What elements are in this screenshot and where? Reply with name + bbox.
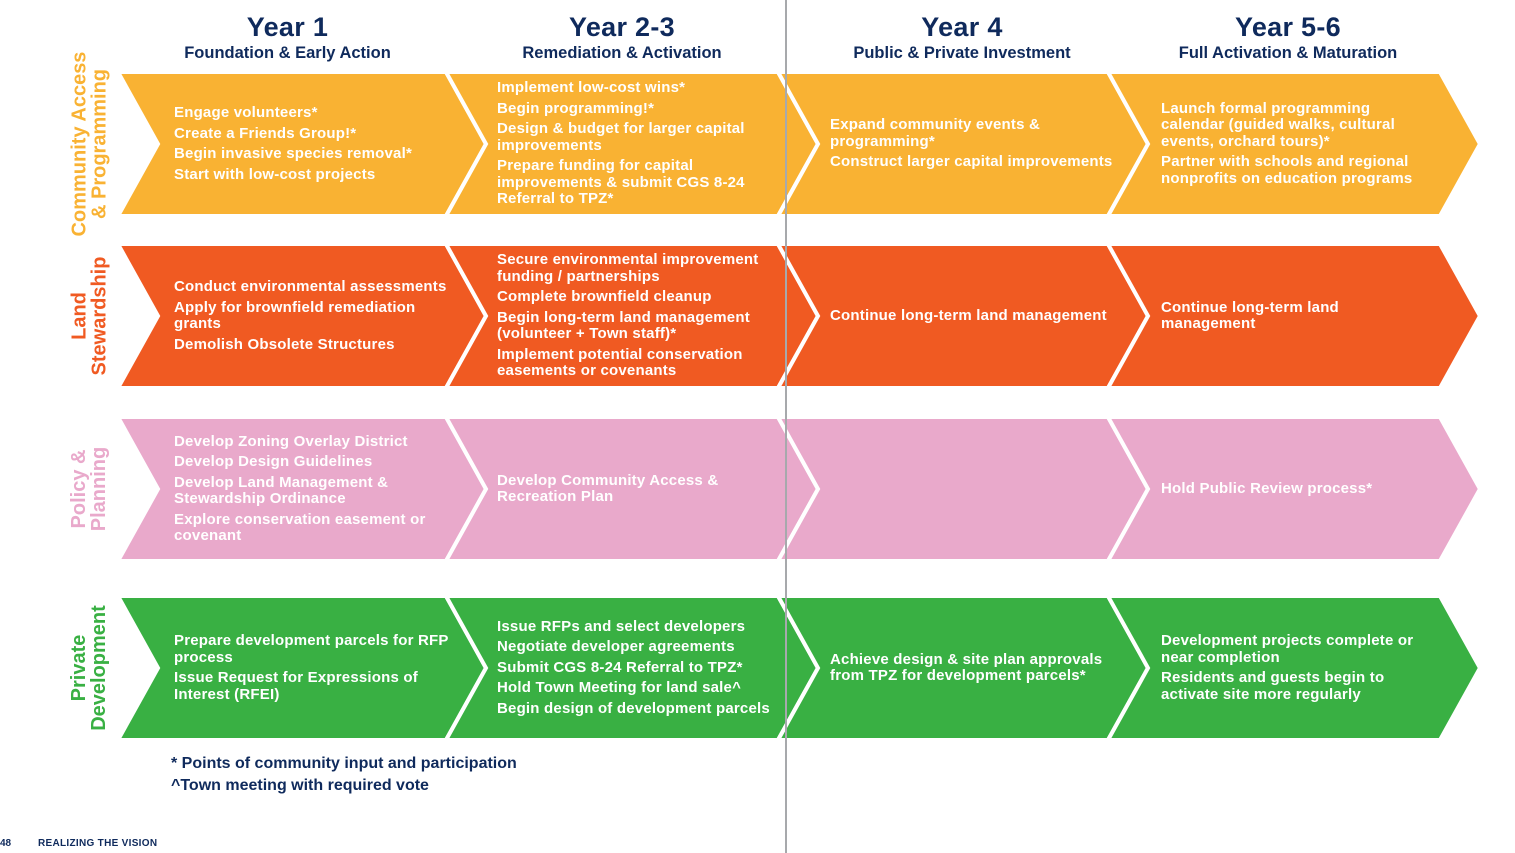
milestone-item: Develop Land Management & Stewardship Or… [174, 473, 389, 507]
timeline-divider [785, 0, 787, 853]
milestone-item: Design & budget for larger capital impro… [497, 120, 745, 154]
column-header-year-2-3: Year 2-3 Remediation & Activation [472, 12, 772, 63]
row-label-line: Development [88, 605, 110, 731]
row-label-line: Stewardship [88, 256, 111, 376]
column-subtitle: Foundation & Early Action [184, 44, 391, 62]
chevron-cell: Launch formal programming calendar (guid… [1161, 78, 1436, 210]
column-subtitle: Public & Private Investment [853, 44, 1071, 62]
row-label-text: Policy & Planning [68, 446, 111, 532]
chevron-cell: Implement low-cost wins* Begin programmin… [497, 78, 779, 210]
row-label-line: Private [68, 634, 90, 702]
chevron-shape [1104, 594, 1483, 742]
milestone-item: Implement potential conservation easemen… [497, 345, 743, 380]
row-label-land-stewardship: Land Stewardship [62, 244, 116, 388]
chevron-cell: Continue long-term land management [830, 250, 1117, 382]
chevron-cell: Hold Public Review process* [1161, 423, 1436, 555]
milestone-item: Hold Town Meeting for land sale^ [497, 679, 742, 697]
row-label-text: Private Development [68, 605, 110, 731]
row-label-text: Land Stewardship [68, 256, 111, 376]
column-subtitle: Full Activation & Maturation [1178, 44, 1398, 62]
column-year: Year 1 [246, 12, 329, 42]
column-year: Year 5-6 [1235, 12, 1341, 42]
chevron-shape [1104, 70, 1483, 218]
row-label-community-access: Community Access & Programming [62, 52, 116, 237]
milestone-item: Prepare funding for capital improvements… [497, 157, 745, 208]
column-subtitle: Remediation & Activation [522, 44, 722, 62]
chevron-cell: Prepare development parcels for RFP proc… [174, 602, 449, 734]
chevron-cell: Engage volunteers* Create a Friends Group… [174, 78, 449, 210]
row-label-policy-planning: Policy & Planning [62, 417, 116, 561]
milestone-item: Develop Zoning Overlay District [174, 432, 408, 450]
milestone-item: Development projects complete or near co… [1161, 632, 1414, 666]
page-number: 48 [0, 838, 12, 849]
milestone-item: Begin long-term land management (volunte… [497, 308, 750, 343]
milestone-item: Begin invasive species removal* [174, 145, 412, 162]
milestone-item: Complete brownfield cleanup [497, 288, 712, 306]
milestone-item: Achieve design & site plan approvals fro… [830, 650, 1103, 684]
milestone-item: Hold Public Review process* [1161, 479, 1373, 497]
row-label-text: Community Access & Programming [68, 51, 110, 237]
column-year: Year 4 [921, 12, 1003, 42]
chevron-cell: Achieve design & site plan approvals fro… [830, 602, 1117, 734]
milestone-item: Partner with schools and regional nonpro… [1161, 153, 1413, 187]
milestone-item: Start with low-cost projects [174, 165, 376, 183]
milestone-item: Engage volunteers* [174, 104, 318, 121]
milestone-item: Issue Request for Expressions of Interes… [174, 669, 418, 703]
milestone-item: Begin design of development parcels [497, 699, 770, 717]
section-title: REALIZING THE VISION [38, 838, 158, 849]
milestone-item: Expand community events & programming* [830, 116, 1041, 150]
milestone-item: Continue long-term land management [1161, 298, 1339, 332]
chevron-cell [830, 423, 1117, 555]
chevron-cell: Secure environmental improvement funding… [497, 250, 779, 382]
milestone-item: Submit CGS 8-24 Referral to TPZ* [497, 658, 743, 676]
milestone-item: Residents and guests begin to activate s… [1161, 669, 1385, 703]
milestone-item: Demolish Obsolete Structures [174, 335, 395, 353]
footnote-town-meeting: ^Town meeting with required vote [171, 777, 429, 794]
row-label-private-development: Private Development [62, 596, 116, 740]
chevron-shape [1104, 242, 1483, 390]
milestone-item: Apply for brownfield remediation grants [174, 298, 416, 332]
milestone-item: Implement low-cost wins* [497, 79, 686, 97]
milestone-item: Launch formal programming calendar (guid… [1161, 99, 1395, 150]
milestone-item: Secure environmental improvement funding… [497, 251, 759, 285]
row-label-line: Policy & [68, 449, 91, 529]
chevron-cell: Develop Community Access & Recreation Pl… [497, 423, 779, 555]
chevron-cell: Continue long-term land management [1161, 250, 1436, 382]
column-header-year-5-6: Year 5-6 Full Activation & Maturation [1138, 12, 1438, 63]
milestone-item: Construct larger capital improvements [830, 153, 1113, 171]
milestone-item: Create a Friends Group!* [174, 124, 357, 142]
footnote-community-input: * Points of community input and particip… [171, 755, 517, 772]
row-label-line: Community Access [68, 51, 90, 237]
row-label-line: Planning [88, 446, 111, 532]
milestone-item: Develop Community Access & Recreation Pl… [497, 471, 719, 505]
column-header-year-1: Year 1 Foundation & Early Action [140, 12, 435, 63]
chevron-cell: Development projects complete or near co… [1161, 602, 1436, 734]
milestone-item: Issue RFPs and select developers [497, 617, 746, 635]
column-year: Year 2-3 [569, 12, 675, 42]
milestone-item: Explore conservation easement or covenan… [174, 510, 426, 544]
chevron-cell: Expand community events & programming* Co… [830, 78, 1117, 210]
row-label-line: Land [68, 292, 91, 340]
milestone-item: Negotiate developer agreements [497, 638, 735, 656]
column-header-year-4: Year 4 Public & Private Investment [812, 12, 1112, 63]
milestone-item: Develop Design Guidelines [174, 453, 373, 470]
chevron-shape [1104, 415, 1483, 563]
row-label-line: & Programming [88, 68, 110, 220]
milestone-item: Continue long-term land management [830, 306, 1107, 324]
milestone-item: Conduct environmental assessments [174, 278, 447, 295]
milestone-item: Begin programming!* [497, 99, 655, 117]
milestone-item: Prepare development parcels for RFP proc… [174, 632, 449, 666]
